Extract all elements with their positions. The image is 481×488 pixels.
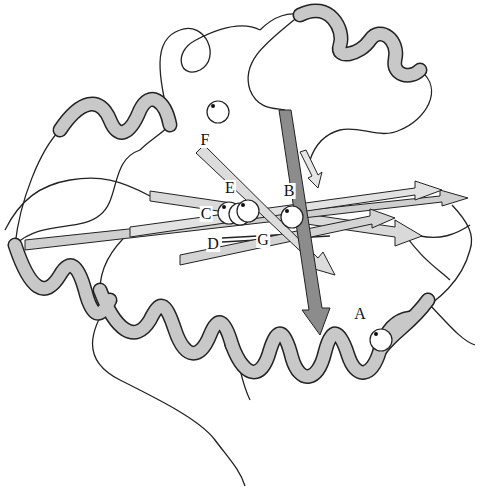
site-label: D xyxy=(206,236,220,252)
alpha-helix xyxy=(100,290,232,353)
metal-sphere xyxy=(207,101,392,351)
alpha-helix xyxy=(60,99,170,132)
alpha-helix xyxy=(60,99,170,132)
coil-loop xyxy=(248,15,300,110)
coil-loop xyxy=(160,26,260,125)
alpha-helix xyxy=(15,11,428,377)
coil-loop xyxy=(425,300,475,345)
alpha-helix xyxy=(15,11,428,377)
coil-loop xyxy=(310,70,431,160)
coil-loop xyxy=(15,130,60,245)
alpha-helix xyxy=(100,290,232,353)
sphere-highlight xyxy=(241,203,245,207)
beta-strand xyxy=(25,110,468,335)
metal-sphere xyxy=(281,206,303,228)
site-label: B xyxy=(283,183,296,199)
coil-loop xyxy=(5,178,150,230)
alpha-helix xyxy=(300,11,420,75)
sphere-highlight xyxy=(285,209,289,213)
coil-loop xyxy=(420,225,470,237)
beta-strand xyxy=(300,150,322,188)
sphere-highlight xyxy=(211,104,378,336)
site-label: A xyxy=(353,306,367,322)
site-label: C xyxy=(200,206,213,222)
site-label: E xyxy=(224,180,236,196)
sphere-highlight xyxy=(211,104,215,108)
site-label: F xyxy=(200,132,211,148)
sphere-highlight xyxy=(222,205,226,209)
sphere-highlight xyxy=(374,332,378,336)
alpha-helix xyxy=(15,11,428,377)
site-label: G xyxy=(256,232,270,248)
metal-sphere xyxy=(237,200,259,222)
beta-strand xyxy=(279,110,330,335)
alpha-helix xyxy=(300,11,420,75)
alpha-helix xyxy=(15,245,110,313)
metal-sphere xyxy=(207,101,229,123)
coil-loop xyxy=(5,14,475,486)
metal-sphere xyxy=(370,329,392,351)
alpha-helix xyxy=(15,245,110,313)
